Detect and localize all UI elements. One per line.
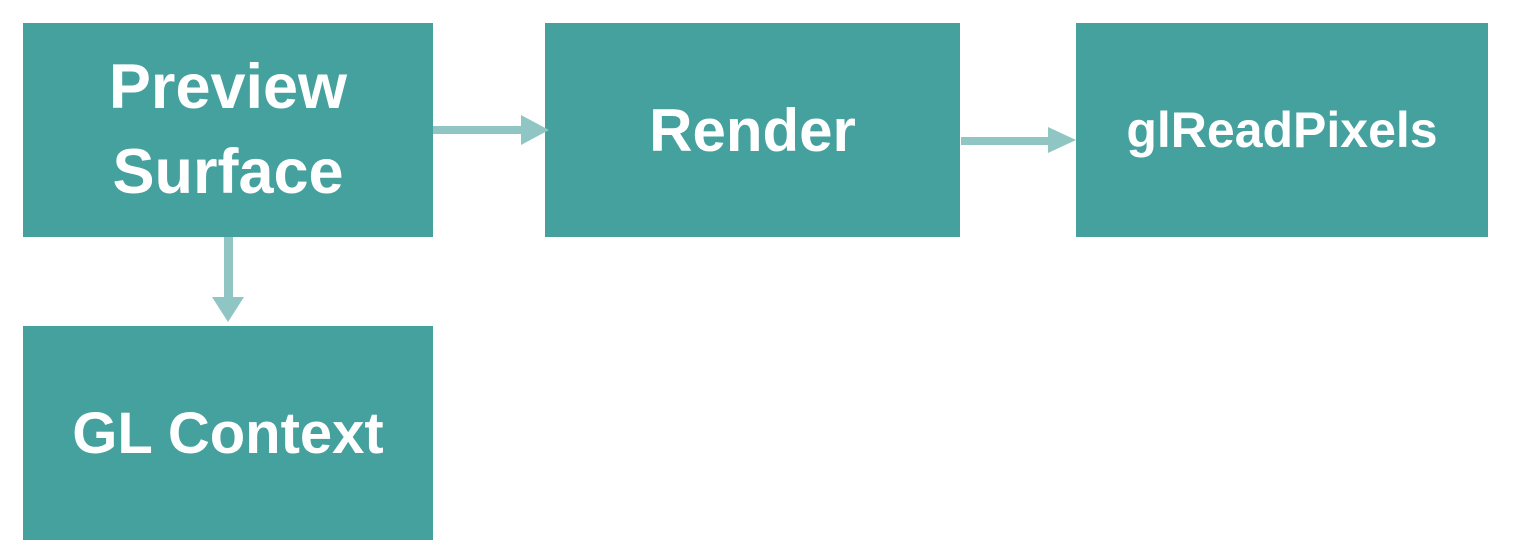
node-preview-surface-label: Preview Surface bbox=[108, 52, 348, 207]
node-render-label: Render bbox=[649, 96, 856, 164]
arrowhead-down-icon bbox=[212, 297, 244, 322]
arrow-preview-surface-to-gl-context bbox=[224, 237, 233, 298]
arrow-render-to-glreadpixels bbox=[961, 137, 1049, 145]
node-glreadpixels: glReadPixels bbox=[1076, 23, 1488, 237]
arrowhead-right-icon bbox=[521, 115, 549, 145]
arrow-preview-surface-to-render bbox=[433, 126, 522, 134]
node-preview-surface: Preview Surface bbox=[23, 23, 433, 237]
arrowhead-right-icon bbox=[1048, 127, 1076, 153]
node-gl-context-label: GL Context bbox=[72, 400, 384, 466]
node-render: Render bbox=[545, 23, 960, 237]
node-glreadpixels-label: glReadPixels bbox=[1126, 102, 1438, 158]
node-gl-context: GL Context bbox=[23, 326, 433, 540]
